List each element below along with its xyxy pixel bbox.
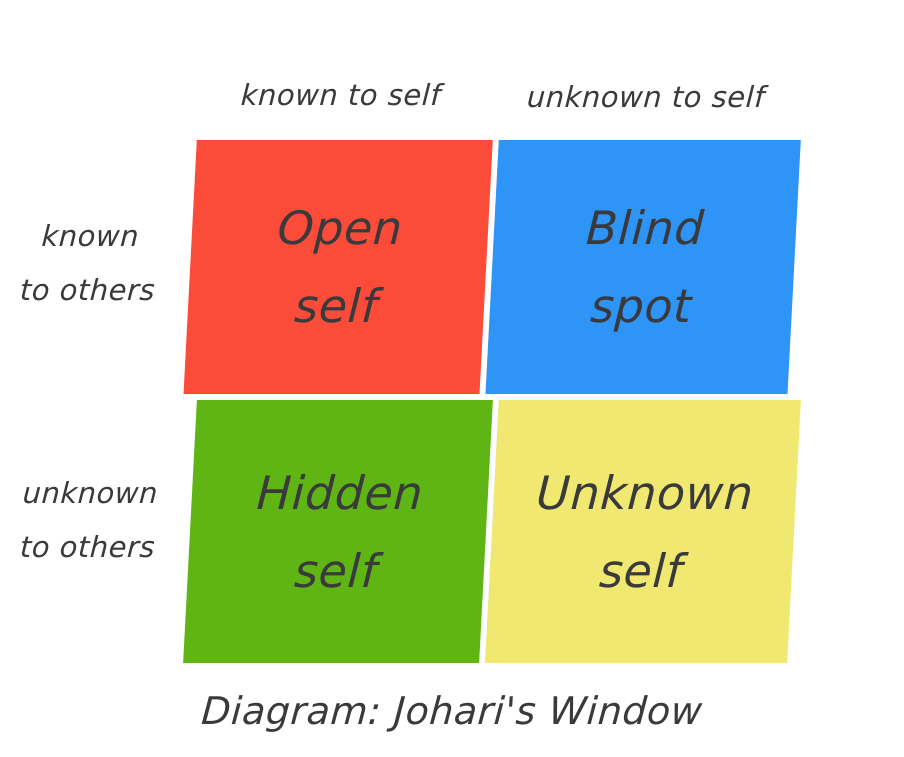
- row-header-known-to-others-line1: known: [40, 219, 141, 253]
- row-header-unknown-to-others-line2: to others: [19, 530, 157, 564]
- quadrant-open-self-line1: Open: [276, 201, 405, 255]
- quadrant-unknown-self: Unknown self: [485, 400, 801, 663]
- quadrant-hidden-self: Hidden self: [183, 400, 499, 663]
- quadrant-hidden-self-line1: Hidden: [255, 465, 425, 520]
- quadrant-grid: Open self Blind spot Hidden self Unknown…: [183, 140, 801, 663]
- quadrant-blind-spot-line2: spot: [589, 279, 694, 333]
- row-header-known-to-others: known to others: [0, 209, 181, 317]
- quadrant-unknown-self-line2: self: [597, 543, 684, 598]
- column-header-known-to-self: known to self: [239, 78, 443, 112]
- row-header-unknown-to-others: unknown to others: [0, 466, 181, 574]
- row-header-known-to-others-line2: to others: [19, 273, 157, 307]
- quadrant-blind-spot-line1: Blind: [584, 201, 706, 255]
- quadrant-blind-spot: Blind spot: [485, 140, 801, 400]
- quadrant-hidden-self-line2: self: [292, 543, 379, 598]
- quadrant-open-self-line2: self: [293, 279, 380, 333]
- quadrant-open-self: Open self: [183, 140, 499, 400]
- diagram-caption: Diagram: Johari's Window: [199, 689, 705, 733]
- column-header-unknown-to-self: unknown to self: [526, 80, 766, 114]
- row-header-unknown-to-others-line1: unknown: [21, 476, 159, 510]
- quadrant-unknown-self-line1: Unknown: [535, 465, 755, 520]
